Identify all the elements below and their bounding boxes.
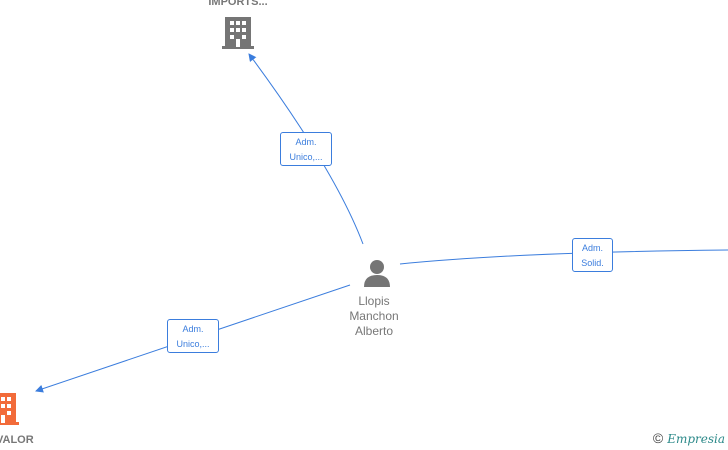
top-company-label[interactable]: IMPORTS...	[208, 0, 268, 8]
edge-label-line: Solid.	[581, 258, 604, 268]
edge-label-line: Adm.	[581, 243, 603, 253]
person-label-line-1: Llopis	[358, 294, 390, 308]
edge-label-to-top[interactable]: Adm. Unico,...	[280, 132, 332, 166]
person-label-line-2: Manchon	[349, 309, 399, 323]
person-icon[interactable]	[364, 260, 390, 287]
person-label[interactable]: Llopis Manchon Alberto	[334, 294, 414, 339]
copyright-icon: ©	[652, 430, 664, 446]
edge-label-to-right[interactable]: Adm. Solid.	[572, 238, 613, 272]
edge-label-to-bottom[interactable]: Adm. Unico,...	[167, 319, 219, 353]
building-icon[interactable]	[222, 17, 254, 49]
building-icon-highlight[interactable]	[0, 393, 19, 425]
edge-person-to-right[interactable]	[399, 249, 728, 265]
watermark: ©Empresia	[653, 430, 725, 446]
brand-logo: Empresia	[667, 432, 725, 446]
edge-label-line: Adm.	[295, 137, 317, 147]
edge-label-line: Unico,...	[289, 152, 323, 162]
edge-label-line: Adm.	[182, 324, 204, 334]
person-label-line-3: Alberto	[354, 324, 394, 338]
bottom-company-label[interactable]: VALOR	[0, 434, 34, 446]
edge-label-line: Unico,...	[176, 339, 210, 349]
